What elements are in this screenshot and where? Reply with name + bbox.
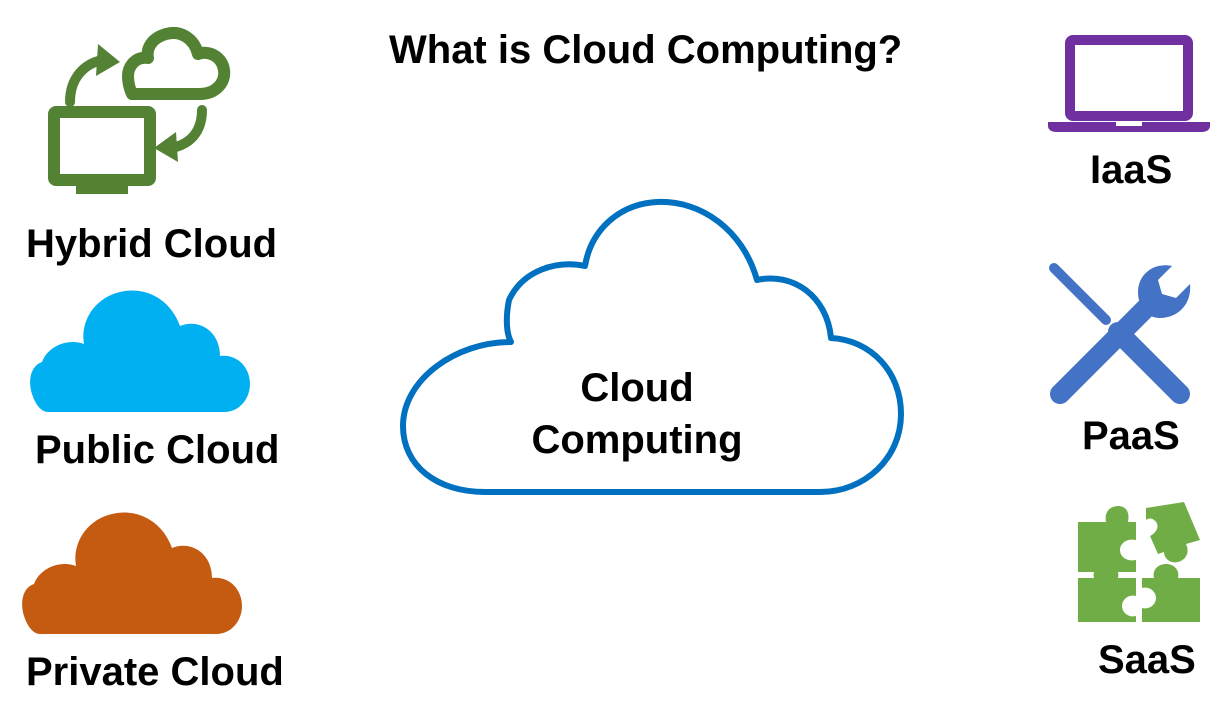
center-cloud-line2: Computing: [531, 418, 743, 462]
saas-label: SaaS: [1098, 638, 1196, 682]
center-cloud-line1: Cloud: [580, 366, 694, 410]
public-cloud-label: Public Cloud: [35, 428, 280, 472]
hybrid-cloud-icon: [48, 27, 231, 194]
page-title: What is Cloud Computing?: [389, 28, 903, 72]
puzzle-icon: [1078, 502, 1200, 622]
public-cloud-icon: [30, 290, 250, 412]
private-cloud-icon: [22, 512, 242, 634]
tools-icon: [1049, 263, 1191, 404]
private-cloud-label: Private Cloud: [26, 650, 284, 694]
iaas-label: IaaS: [1090, 148, 1173, 192]
paas-label: PaaS: [1082, 414, 1180, 458]
hybrid-cloud-label: Hybrid Cloud: [26, 222, 278, 266]
center-cloud-outline: [400, 198, 904, 495]
center-cloud-text: Cloud Computing: [487, 362, 787, 466]
laptop-icon: [1048, 35, 1210, 132]
